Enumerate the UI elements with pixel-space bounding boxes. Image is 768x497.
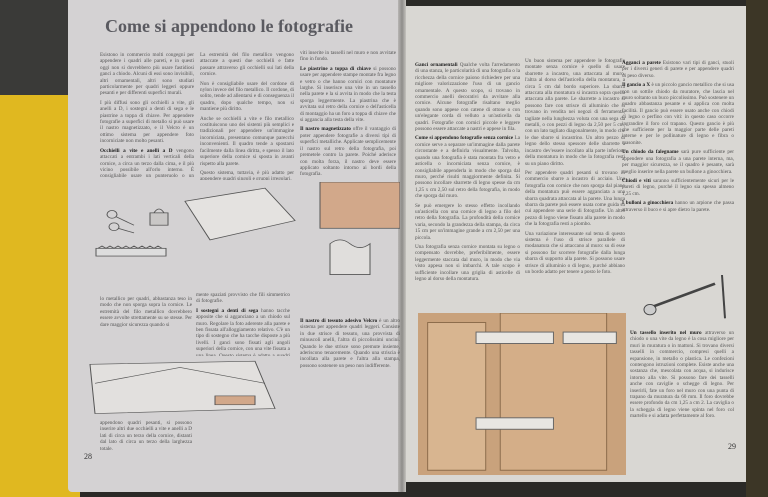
paragraph-text: è un altro sistema per appendere quadri … <box>300 318 400 369</box>
yellow-book-edge <box>0 95 80 497</box>
paragraph: appendono quadri pesanti, si possono ins… <box>100 420 192 452</box>
picture-wire-illustration <box>89 360 276 414</box>
paragraph-text: viti inserite in tasselli nel muro e non… <box>300 50 396 63</box>
paragraph-text: Per appendere quadri pesanti si trovano … <box>525 169 625 228</box>
paragraph-heading: Ganci ornamentali <box>415 62 458 68</box>
paragraph-text: hanno un arpione che passa attraverso il… <box>622 200 734 213</box>
paragraph-heading: Come si appendono fotografie senza corni… <box>415 135 514 142</box>
paragraph-text: Una fotografia senza cornice montata su … <box>415 243 520 282</box>
paragraph: Le piastrine a toppa di chiave si posson… <box>300 66 396 124</box>
paragraph-heading: Agganci a parete <box>622 60 661 66</box>
paragraph-text: mente spaziati provvisto che fili simmet… <box>196 292 290 305</box>
paragraph: I bulloni a ginocchiera hanno un arpione… <box>622 200 734 213</box>
paragraph-heading: I sostegni a denti di sega <box>196 307 259 314</box>
left-col-3: viti inserite in tasselli nel muro e non… <box>300 50 396 180</box>
paragraph: Un tassello inserito nel muro attraverso… <box>630 330 734 420</box>
paragraph: Il nastro di tessuto adesivo Velcro è un… <box>300 318 400 369</box>
right-caption: Un tassello inserito nel muro attraverso… <box>630 330 734 422</box>
paragraph-heading: Le piastrine a toppa di chiave <box>300 65 371 72</box>
paragraph: I sostegni a denti di sega hanno tacche … <box>196 308 290 356</box>
paragraph: Un chiodo da falegname sarà pure suffici… <box>622 149 734 175</box>
wall-plug-screw-icon <box>643 275 726 319</box>
paragraph-text: Una variazione interessante sul tema di … <box>525 230 625 275</box>
velcro-illustration <box>329 239 371 275</box>
d-ring-icon <box>149 208 169 226</box>
paragraph: Se può emergere lo stesso effetto incoll… <box>415 203 520 241</box>
paragraph-text: offre il vantaggio di poter appendere fo… <box>300 126 396 178</box>
paragraph-heading: Un chiodo da falegname <box>622 149 679 156</box>
paragraph: I più diffusi sono gli occhielli a vite,… <box>100 100 194 145</box>
paragraph: Questo sistema, tuttavia, è più adatto p… <box>200 170 294 180</box>
paragraph: Anche se occhielli a vite e filo metalli… <box>200 116 294 167</box>
left-col-1: Esistono in commercio molti congegni per… <box>100 52 194 180</box>
paragraph-text: Esistono in commercio molti congegni per… <box>100 52 194 97</box>
paragraph: Agganci a parete Esistono vari tipi di g… <box>622 60 734 79</box>
paragraph: lo metallico per quadri, abbastanza teso… <box>100 296 192 328</box>
paragraph-text: La cornice serve a separare un'immagine … <box>415 135 520 200</box>
paragraph: mente spaziati provvisto che fili simmet… <box>196 292 290 305</box>
sawtooth-hanger-icon <box>95 245 167 257</box>
paragraph: Un buon sistema per appendere le fotogra… <box>525 58 625 167</box>
paragraph-text: appendono quadri pesanti, si possono ins… <box>100 420 192 452</box>
book-cover-edge <box>746 0 768 497</box>
paragraph-text: è un piccolo gancio metallico che si usa… <box>622 82 734 146</box>
paragraph-text: Esistono vari tipi di ganci, stuoli per … <box>622 60 734 79</box>
left-lower-col-3: Il nastro di tessuto adesivo Velcro è un… <box>300 318 400 374</box>
paragraph: Il gancio a X è un piccolo gancio metall… <box>622 82 734 146</box>
hardware-illustration <box>95 182 400 275</box>
paragraph: Non è consigliabile usare del cordone di… <box>200 81 294 113</box>
page-title: Come si appendono le fotografie <box>105 16 353 36</box>
paragraph: Una variazione interessante sul tema di … <box>525 231 625 276</box>
paragraph: Ganci ornamentali Qualche volta l'arreda… <box>415 62 520 132</box>
right-col-3: Agganci a parete Esistono vari tipi di g… <box>622 60 734 272</box>
paragraph-text: I più diffusi sono gli occhielli a vite,… <box>100 99 194 145</box>
paragraph-text: vengono attaccati a entrambi i lati vert… <box>100 147 194 180</box>
paragraph-heading: Chiodi e viti <box>622 177 651 184</box>
paragraph-text: lo metallico per quadri, abbastanza teso… <box>100 296 192 328</box>
paragraph: Una fotografia senza cornice montata su … <box>415 244 520 282</box>
paragraph: Il nastro magnetizzato offre il vantaggi… <box>300 126 396 177</box>
paragraph-text: La estremità del filo metallico vengono … <box>200 52 294 78</box>
paragraph-text: Un buon sistema per appendere le fotogra… <box>525 58 625 167</box>
paragraph-text: Anche se occhielli a vite e filo metalli… <box>200 115 294 167</box>
page-number-right: 29 <box>728 442 736 451</box>
left-lower-col-2: mente spaziati provvisto che fili simmet… <box>196 292 290 356</box>
paragraph-heading: Il gancio a X <box>622 82 651 89</box>
paragraph-text: Se può emergere lo stesso effetto incoll… <box>415 202 520 241</box>
left-lower-col-1: lo metallico per quadri, abbastanza teso… <box>100 296 192 330</box>
right-col-2: Un buon sistema per appendere le fotogra… <box>525 58 625 308</box>
paragraph: Esistono in commercio molti congegni per… <box>100 52 194 97</box>
background-book-top <box>0 0 80 100</box>
left-lower-col-1b: appendono quadri pesanti, si possono ins… <box>100 420 192 454</box>
paragraph-heading: Il nastro magnetizzato <box>300 126 351 133</box>
right-col-1: Ganci ornamentali Qualche volta l'arreda… <box>415 62 520 310</box>
paragraph-heading: I bulloni a ginocchiera <box>622 200 674 207</box>
paragraph-heading: Un tassello inserito nel muro <box>630 330 702 336</box>
page-number-left: 28 <box>84 452 92 461</box>
paragraph: La estremità del filo metallico vengono … <box>200 52 294 78</box>
paragraph-heading: Il nastro di tessuto adesivo Velcro <box>300 318 378 324</box>
paragraph: Per appendere quadri pesanti si trovano … <box>525 170 625 228</box>
paragraph-text: si possono usare per appendere stampe mo… <box>300 65 396 124</box>
left-col-2: La estremità del filo metallico vengono … <box>200 52 294 180</box>
book-spine <box>398 0 406 492</box>
picture-back-illustration <box>184 187 296 241</box>
screw-eye-icon <box>106 210 135 234</box>
paragraph-text: saranno sufficientemente sicuri per le p… <box>622 177 734 197</box>
paragraph-text: Qualche volta l'arredamento di una stanz… <box>415 62 520 133</box>
paragraph: viti inserite in tasselli nel muro e non… <box>300 50 396 63</box>
paragraph: Come si appendono fotografie senza corni… <box>415 135 520 199</box>
paragraph: Chiodi e viti saranno sufficientemente s… <box>622 178 734 197</box>
paragraph-text: attraverso un chiodo o una vite da legno… <box>630 330 734 420</box>
paragraph: Occhielli a vite e anelli a D vengono at… <box>100 148 194 180</box>
interlocking-battens-illustration <box>418 313 626 475</box>
paragraph-text: sarà pure sufficiente per appendere una … <box>622 149 734 175</box>
keyhole-plate-illustration <box>319 182 400 229</box>
paragraph-heading: Occhielli a vite e anelli a D <box>100 147 173 154</box>
paragraph-text: hanno tacche apposite che si agganciano … <box>196 307 290 356</box>
paragraph-text: Non è consigliabile usare del cordone di… <box>200 80 294 113</box>
paragraph-text: Questo sistema, tuttavia, è più adatto p… <box>200 169 294 180</box>
